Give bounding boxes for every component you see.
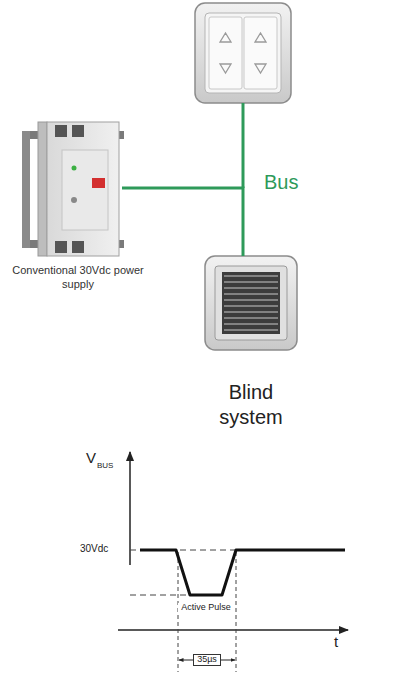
blind-slat [224, 299, 278, 301]
pulse-label: Active Pulse [178, 603, 234, 613]
blind-slat [224, 311, 278, 313]
bus-line [122, 188, 243, 256]
node-caption: Blind system [201, 380, 301, 430]
signal-name: V [86, 450, 96, 467]
blind-slat [224, 275, 278, 277]
blind-slat [224, 317, 278, 319]
power-supply: Conventional 30Vdc power supply [22, 120, 122, 258]
blind-system: Blind system [205, 256, 297, 350]
wall-switch [195, 3, 291, 103]
axis-label: t [334, 634, 338, 651]
node-caption: Conventional 30Vdc power supply [8, 264, 148, 292]
blind-slat [224, 293, 278, 295]
bus-label: Bus [264, 171, 298, 193]
timing-chart [118, 452, 348, 672]
power-supply-unit [22, 122, 124, 256]
level-value: 30Vdc [80, 543, 108, 554]
blind-slat [224, 305, 278, 307]
blind-slat [224, 281, 278, 283]
blind-unit [205, 256, 297, 350]
blind-slat [224, 329, 278, 331]
blind-slat [224, 287, 278, 289]
blind-slat [224, 323, 278, 325]
bus-wire [242, 103, 245, 188]
dimension: 35µs [193, 654, 221, 666]
signal-subscript: BUS [97, 462, 113, 471]
